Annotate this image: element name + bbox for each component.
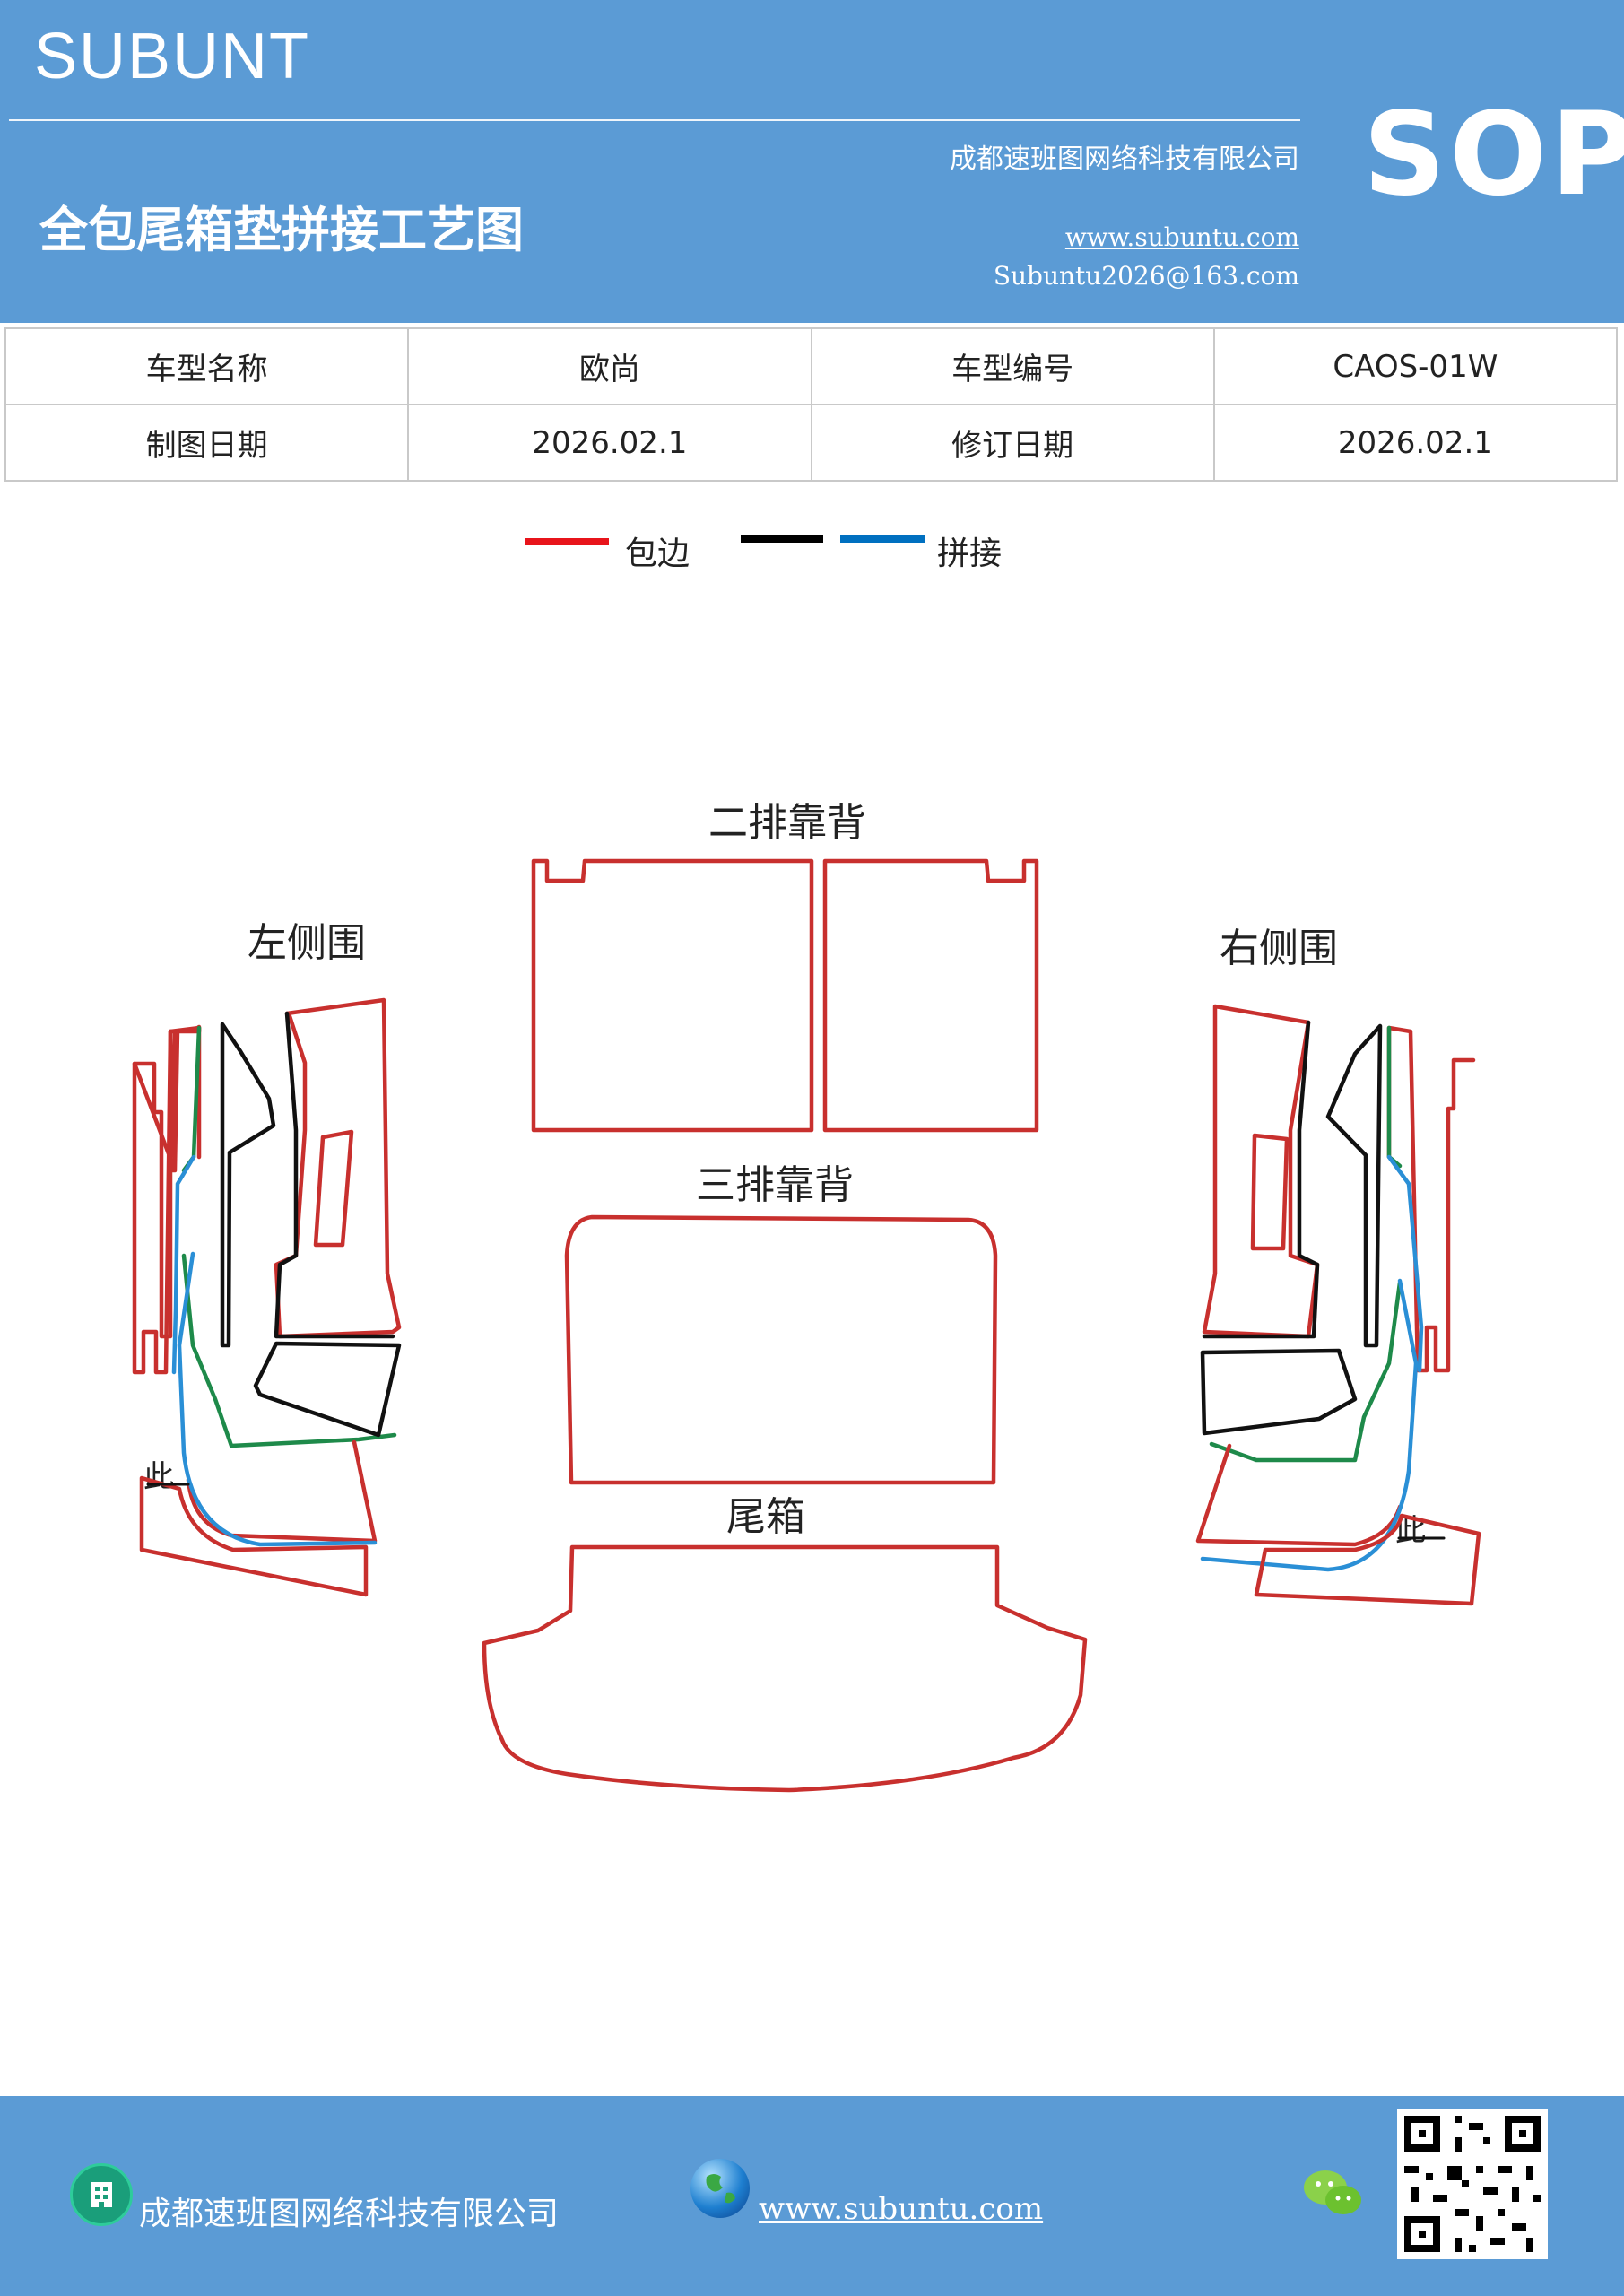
right-black-seam-inner <box>1202 1020 1320 1339</box>
right-outer-edge-red <box>1386 1025 1476 1373</box>
second-row-back-right-panel <box>822 858 1039 1133</box>
table-row: 车型名称 欧尚 车型编号 CAOS-01W <box>4 327 1619 405</box>
page-title: 全包尾箱垫拼接工艺图 <box>39 202 524 258</box>
left-window-panel <box>313 1129 354 1248</box>
legend-line-blue <box>840 535 925 543</box>
legend-label-seam: 拼接 <box>937 535 1003 572</box>
legend-label-edge: 包边 <box>625 535 690 572</box>
trunk-panel <box>482 1544 1088 1793</box>
label-third-row-back: 三排靠背 <box>696 1162 854 1208</box>
label-right-side: 右侧围 <box>1220 926 1338 971</box>
left-black-upper <box>220 1022 276 1348</box>
header-email: Subuntu2026@163.com <box>993 261 1299 291</box>
header-banner: SUBUNT 成都速班图网络科技有限公司 SOP 全包尾箱垫拼接工艺图 www.… <box>0 0 1624 323</box>
table-cell: 制图日期 <box>4 404 410 482</box>
legend-line-red <box>525 538 609 545</box>
table-cell: 2026.02.1 <box>407 404 812 482</box>
brand-name: SUBUNT <box>34 21 311 92</box>
right-green-seam <box>1386 1025 1403 1169</box>
header-company: 成都速班图网络科技有限公司 <box>950 144 1299 175</box>
table-cell: 2026.02.1 <box>1212 404 1619 482</box>
footer-banner: 成都速班图网络科技有限公司 www.subuntu.com <box>0 2096 1624 2296</box>
globe-icon <box>690 2159 750 2218</box>
right-bottom-panel <box>1254 1513 1481 1606</box>
legend: 包边 拼接 <box>0 520 1624 574</box>
building-icon <box>70 2163 133 2226</box>
left-outer-edge-red <box>132 1025 202 1339</box>
right-green-curve <box>1209 1280 1403 1463</box>
left-blue-seam <box>171 1154 196 1375</box>
label-second-row-back: 二排靠背 <box>708 800 866 846</box>
mark-left: 此 <box>143 1459 174 1495</box>
legend-line-black <box>741 535 823 543</box>
label-left-side: 左侧围 <box>248 920 366 966</box>
second-row-back-left-panel <box>531 858 814 1133</box>
qr-code[interactable] <box>1397 2109 1548 2259</box>
header-website-link[interactable]: www.subuntu.com <box>1064 222 1299 252</box>
table-cell: CAOS-01W <box>1212 327 1619 405</box>
table-cell: 车型名称 <box>4 327 410 405</box>
right-black-upper <box>1325 1023 1383 1348</box>
header-divider <box>9 119 1300 121</box>
left-black-lower <box>253 1341 402 1438</box>
right-black-lower <box>1200 1348 1358 1436</box>
footer-website-link[interactable]: www.subuntu.com <box>759 2191 1044 2227</box>
footer-company: 成都速班图网络科技有限公司 <box>139 2196 560 2232</box>
wechat-icon[interactable] <box>1302 2166 1365 2220</box>
label-trunk: 尾箱 <box>726 1494 805 1540</box>
left-black-seam-inner <box>274 1011 395 1339</box>
left-green-seam <box>181 1025 202 1173</box>
left-blue-curve <box>177 1251 378 1547</box>
third-row-back-panel <box>564 1214 998 1485</box>
table-cell: 欧尚 <box>407 327 812 405</box>
sop-badge: SOP <box>1363 88 1624 222</box>
table-cell: 车型编号 <box>810 327 1215 405</box>
table-cell: 修订日期 <box>810 404 1215 482</box>
table-row: 制图日期 2026.02.1 修订日期 2026.02.1 <box>4 404 1619 482</box>
left-bottom-panel <box>139 1475 369 1597</box>
vehicle-info-table: 车型名称 欧尚 车型编号 CAOS-01W 制图日期 2026.02.1 修订日… <box>4 327 1619 482</box>
left-green-curve <box>181 1253 397 1448</box>
right-window-panel <box>1250 1133 1290 1251</box>
right-blue-seam <box>1386 1154 1424 1373</box>
